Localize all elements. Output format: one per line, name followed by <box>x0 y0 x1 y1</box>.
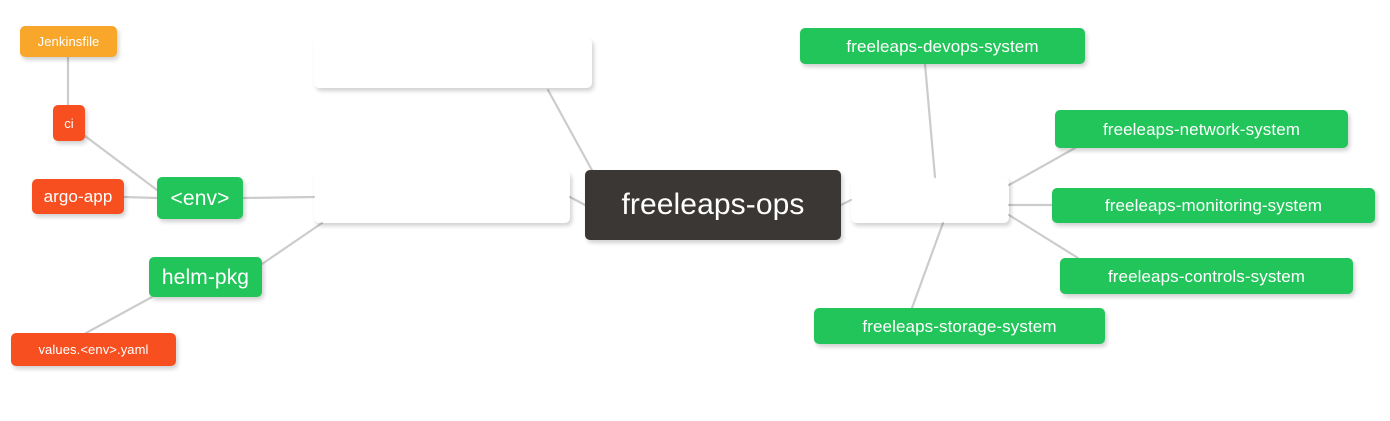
edge-manifests-to-network <box>1007 146 1077 187</box>
node-argo[interactable]: argo-app <box>32 179 124 214</box>
node-storage[interactable]: freeleaps-storage-system <box>814 308 1105 344</box>
node-ci[interactable]: ci <box>53 105 85 141</box>
node-root[interactable]: freeleaps-ops <box>585 170 841 240</box>
edge-manifests-to-storage <box>910 221 945 310</box>
edge-root-to-service <box>568 195 587 207</box>
edge-env-to-argo <box>122 195 159 200</box>
edge-root-to-pipeline <box>546 88 595 174</box>
node-jenkins[interactable]: Jenkinsfile <box>20 26 117 57</box>
node-manifests[interactable]: manifests <box>851 177 1009 223</box>
edge-root-to-manifests <box>839 198 853 207</box>
node-env[interactable]: <env> <box>157 177 243 219</box>
node-service[interactable]: <service-name> <box>314 171 570 223</box>
node-controls[interactable]: freeleaps-controls-system <box>1060 258 1353 294</box>
node-helm[interactable]: helm-pkg <box>149 257 262 297</box>
node-monitoring[interactable]: freeleaps-monitoring-system <box>1052 188 1375 223</box>
edge-service-to-env <box>241 195 316 200</box>
node-pipeline[interactable]: first-class-pipeline <box>314 38 592 88</box>
edge-manifests-to-devops <box>923 62 937 179</box>
edge-service-to-helm <box>260 221 324 266</box>
node-devops[interactable]: freeleaps-devops-system <box>800 28 1085 64</box>
node-network[interactable]: freeleaps-network-system <box>1055 110 1348 148</box>
edge-helm-to-values <box>84 295 154 335</box>
node-values[interactable]: values.<env>.yaml <box>11 333 176 366</box>
